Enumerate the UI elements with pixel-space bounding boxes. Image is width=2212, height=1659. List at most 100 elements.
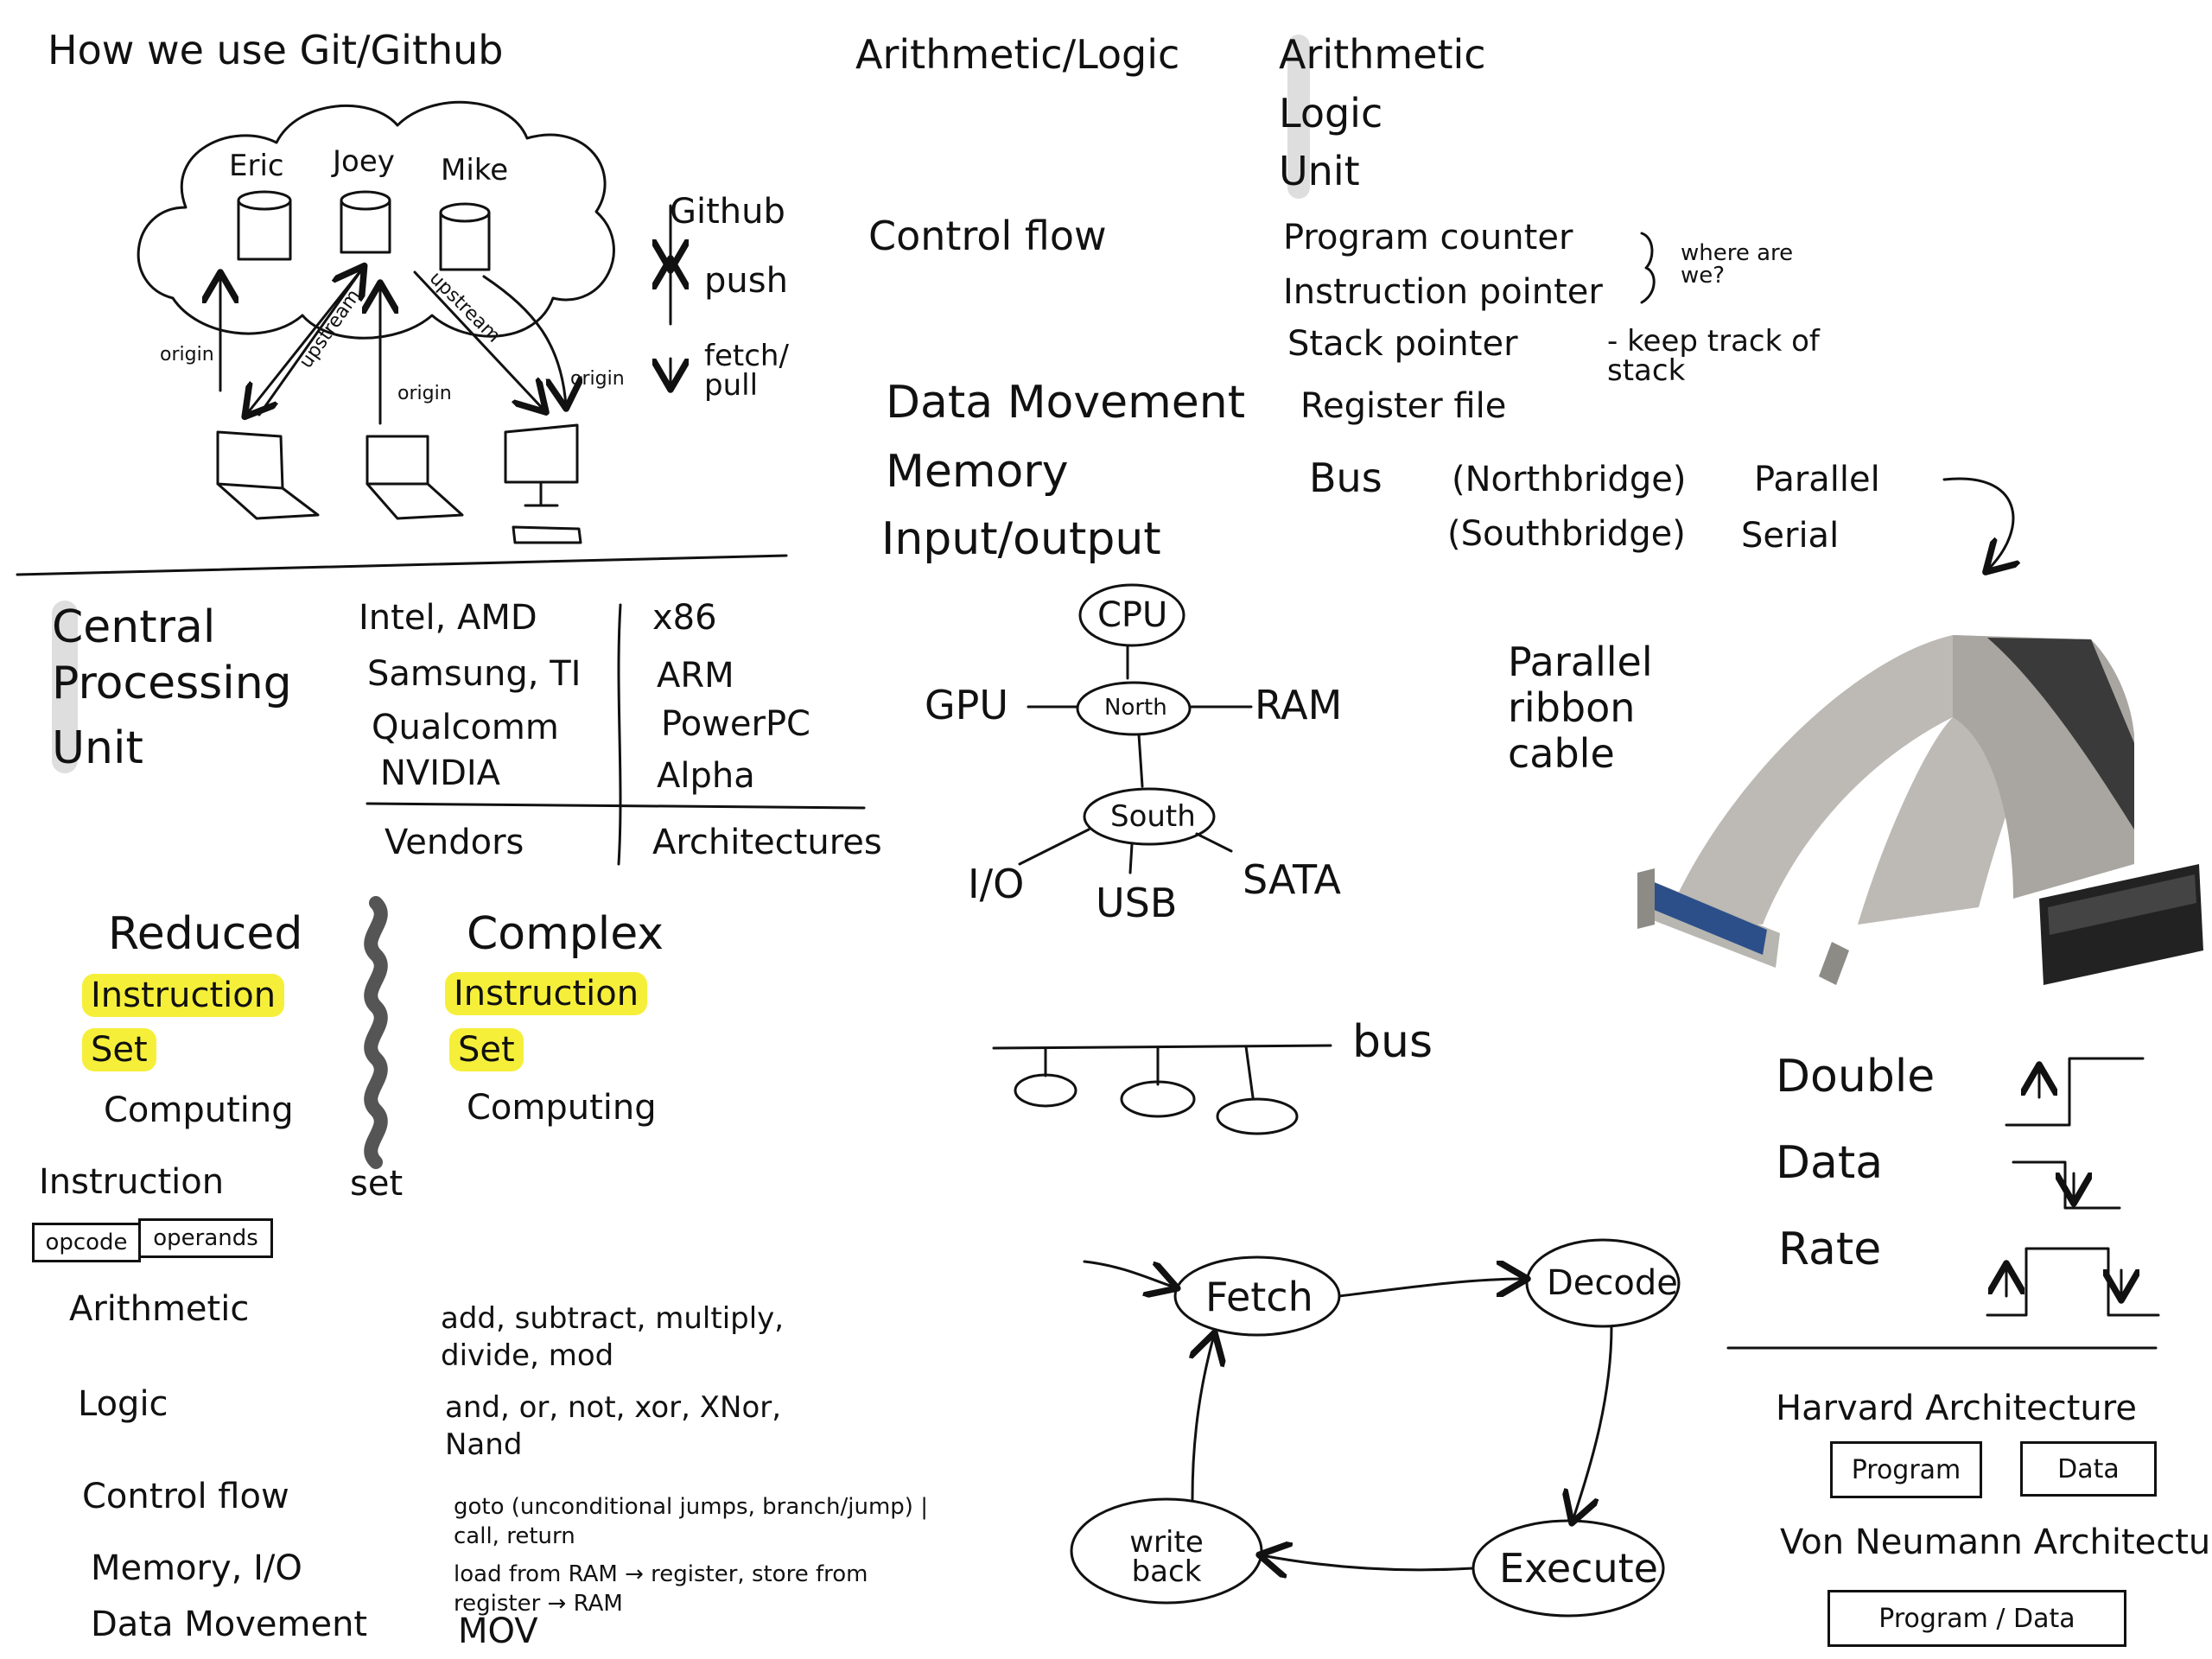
vonneumann-programdata-box: Program / Data — [1827, 1590, 2126, 1647]
repo-cylinders — [237, 190, 491, 271]
instruction-cycle — [1070, 1238, 1681, 1618]
where-brace — [1640, 232, 1656, 304]
arch-label: Architectures — [652, 823, 882, 862]
node-north: North — [1104, 695, 1167, 721]
risc-instruction: Instruction — [82, 974, 285, 1017]
harvard-program-box: Program — [1830, 1441, 1982, 1498]
cisc-computing: Computing — [467, 1088, 657, 1128]
alu-label: Arithmetic/Logic — [855, 31, 1180, 78]
node-south: South — [1110, 799, 1196, 834]
cisc-complex: Complex — [467, 908, 664, 960]
where-are-we-note: where are we? — [1681, 240, 1794, 289]
op-arithmetic: Arithmetic — [69, 1289, 250, 1329]
origin-label-2: origin — [397, 383, 452, 404]
node-cpu: CPU — [1097, 595, 1168, 635]
arch-4: Alpha — [657, 756, 755, 796]
op-arithmetic-desc: add, subtract, multiply, divide, mod — [441, 1301, 785, 1373]
arch-2: ARM — [657, 656, 734, 696]
op-data-movement-desc: MOV — [458, 1611, 538, 1651]
ddr-clock-signals — [1986, 1057, 2160, 1317]
node-io: I/O — [968, 861, 1025, 907]
category-input-output: Input/output — [881, 513, 1161, 565]
computers — [216, 423, 582, 544]
arch-3: PowerPC — [661, 704, 810, 744]
cycle-execute: Execute — [1499, 1545, 1658, 1592]
alu-acronym-u: Unit — [1279, 148, 1360, 194]
bridge-diagram — [1018, 583, 1253, 874]
acronym-highlight-alu — [1287, 35, 1310, 199]
node-usb: USB — [1096, 880, 1178, 926]
cisc-instruction-text: Instruction — [445, 972, 648, 1015]
ribbon-cable-label: Parallel ribbon cable — [1508, 639, 1653, 777]
origin-label-1: origin — [160, 344, 214, 365]
control-flow-label: Control flow — [868, 213, 1107, 259]
alu-acronym-l: Logic — [1279, 90, 1383, 137]
node-sata: SATA — [1243, 856, 1341, 903]
southbridge-label: (Southbridge) — [1447, 514, 1686, 554]
origin-label-3: origin — [570, 368, 625, 390]
git-arrows — [220, 204, 671, 425]
op-data-movement: Data Movement — [91, 1605, 368, 1644]
bus-line-diagram — [992, 1044, 1332, 1135]
ribbon-cable-image — [1637, 635, 2203, 985]
op-memory-io: Memory, I/O — [91, 1548, 302, 1588]
northbridge-label: (Northbridge) — [1452, 460, 1687, 499]
harvard-data-box: Data — [2020, 1441, 2157, 1497]
op-logic-desc: and, or, not, xor, XNor, Nand — [445, 1390, 782, 1462]
cpu-acronym-p: Processing — [52, 658, 292, 709]
ddr-double: Double — [1776, 1051, 1936, 1103]
vendor-1: Intel, AMD — [359, 598, 537, 638]
instruction-label: Instruction — [39, 1162, 225, 1202]
vendor-arch-sep — [617, 603, 622, 866]
cycle-decode: Decode — [1547, 1263, 1678, 1303]
category-data-movement: Data Movement — [886, 377, 1246, 429]
fetch-pull-label: fetch/ pull — [704, 339, 789, 403]
op-logic: Logic — [78, 1384, 168, 1424]
github-label: Github — [670, 192, 785, 232]
category-memory: Memory — [886, 446, 1069, 498]
divider-top-left — [16, 554, 788, 576]
opcode-box: opcode — [32, 1223, 141, 1262]
risc-set: Set — [82, 1028, 156, 1071]
vendor-4: NVIDIA — [380, 753, 501, 793]
harvard-title: Harvard Architecture — [1776, 1389, 2137, 1428]
ddr-data: Data — [1776, 1137, 1884, 1189]
op-memory-io-desc: load from RAM → register, store from reg… — [454, 1561, 868, 1617]
vonneumann-title: Von Neumann Architecture — [1780, 1522, 2212, 1562]
risc-set-text: Set — [82, 1028, 156, 1071]
cycle-fetch: Fetch — [1205, 1274, 1313, 1320]
cpu-acronym-u: Unit — [52, 722, 143, 774]
alu-acronym-a: Arithmetic — [1279, 31, 1486, 78]
cisc-instruction: Instruction — [445, 972, 648, 1015]
cycle-write-back: write back — [1129, 1525, 1204, 1589]
vendor-arch-line — [365, 802, 866, 810]
program-counter: Program counter — [1283, 218, 1573, 257]
serial-label: Serial — [1741, 516, 1840, 556]
register-file: Register file — [1300, 386, 1507, 426]
risc-reduced: Reduced — [108, 908, 303, 960]
cpu-acronym-c: Central — [52, 601, 216, 653]
operands-box: operands — [138, 1218, 273, 1258]
bus-curved-arrow — [1942, 477, 2013, 570]
risc-computing: Computing — [104, 1090, 294, 1130]
bus-label: Bus — [1309, 454, 1382, 501]
bus-diagram-label: bus — [1352, 1016, 1433, 1068]
cisc-set: Set — [449, 1028, 524, 1071]
node-gpu: GPU — [925, 682, 1009, 728]
op-control-flow-desc: goto (unconditional jumps, branch/jump) … — [454, 1494, 928, 1549]
ddr-rate: Rate — [1778, 1224, 1882, 1275]
vendor-2: Samsung, TI — [367, 654, 582, 694]
parallel-label: Parallel — [1754, 460, 1880, 499]
user-eric: Eric — [229, 149, 284, 183]
vendors-label: Vendors — [385, 823, 524, 862]
push-label: push — [704, 261, 788, 301]
set-label: set — [350, 1164, 404, 1204]
risc-instruction-text: Instruction — [82, 974, 285, 1017]
user-joey: Joey — [333, 144, 395, 179]
user-mike: Mike — [441, 153, 509, 188]
cisc-set-text: Set — [449, 1028, 524, 1071]
keep-track-note: - keep track of stack — [1607, 324, 1820, 388]
op-control-flow: Control flow — [82, 1477, 289, 1516]
vendor-3: Qualcomm — [372, 708, 559, 747]
